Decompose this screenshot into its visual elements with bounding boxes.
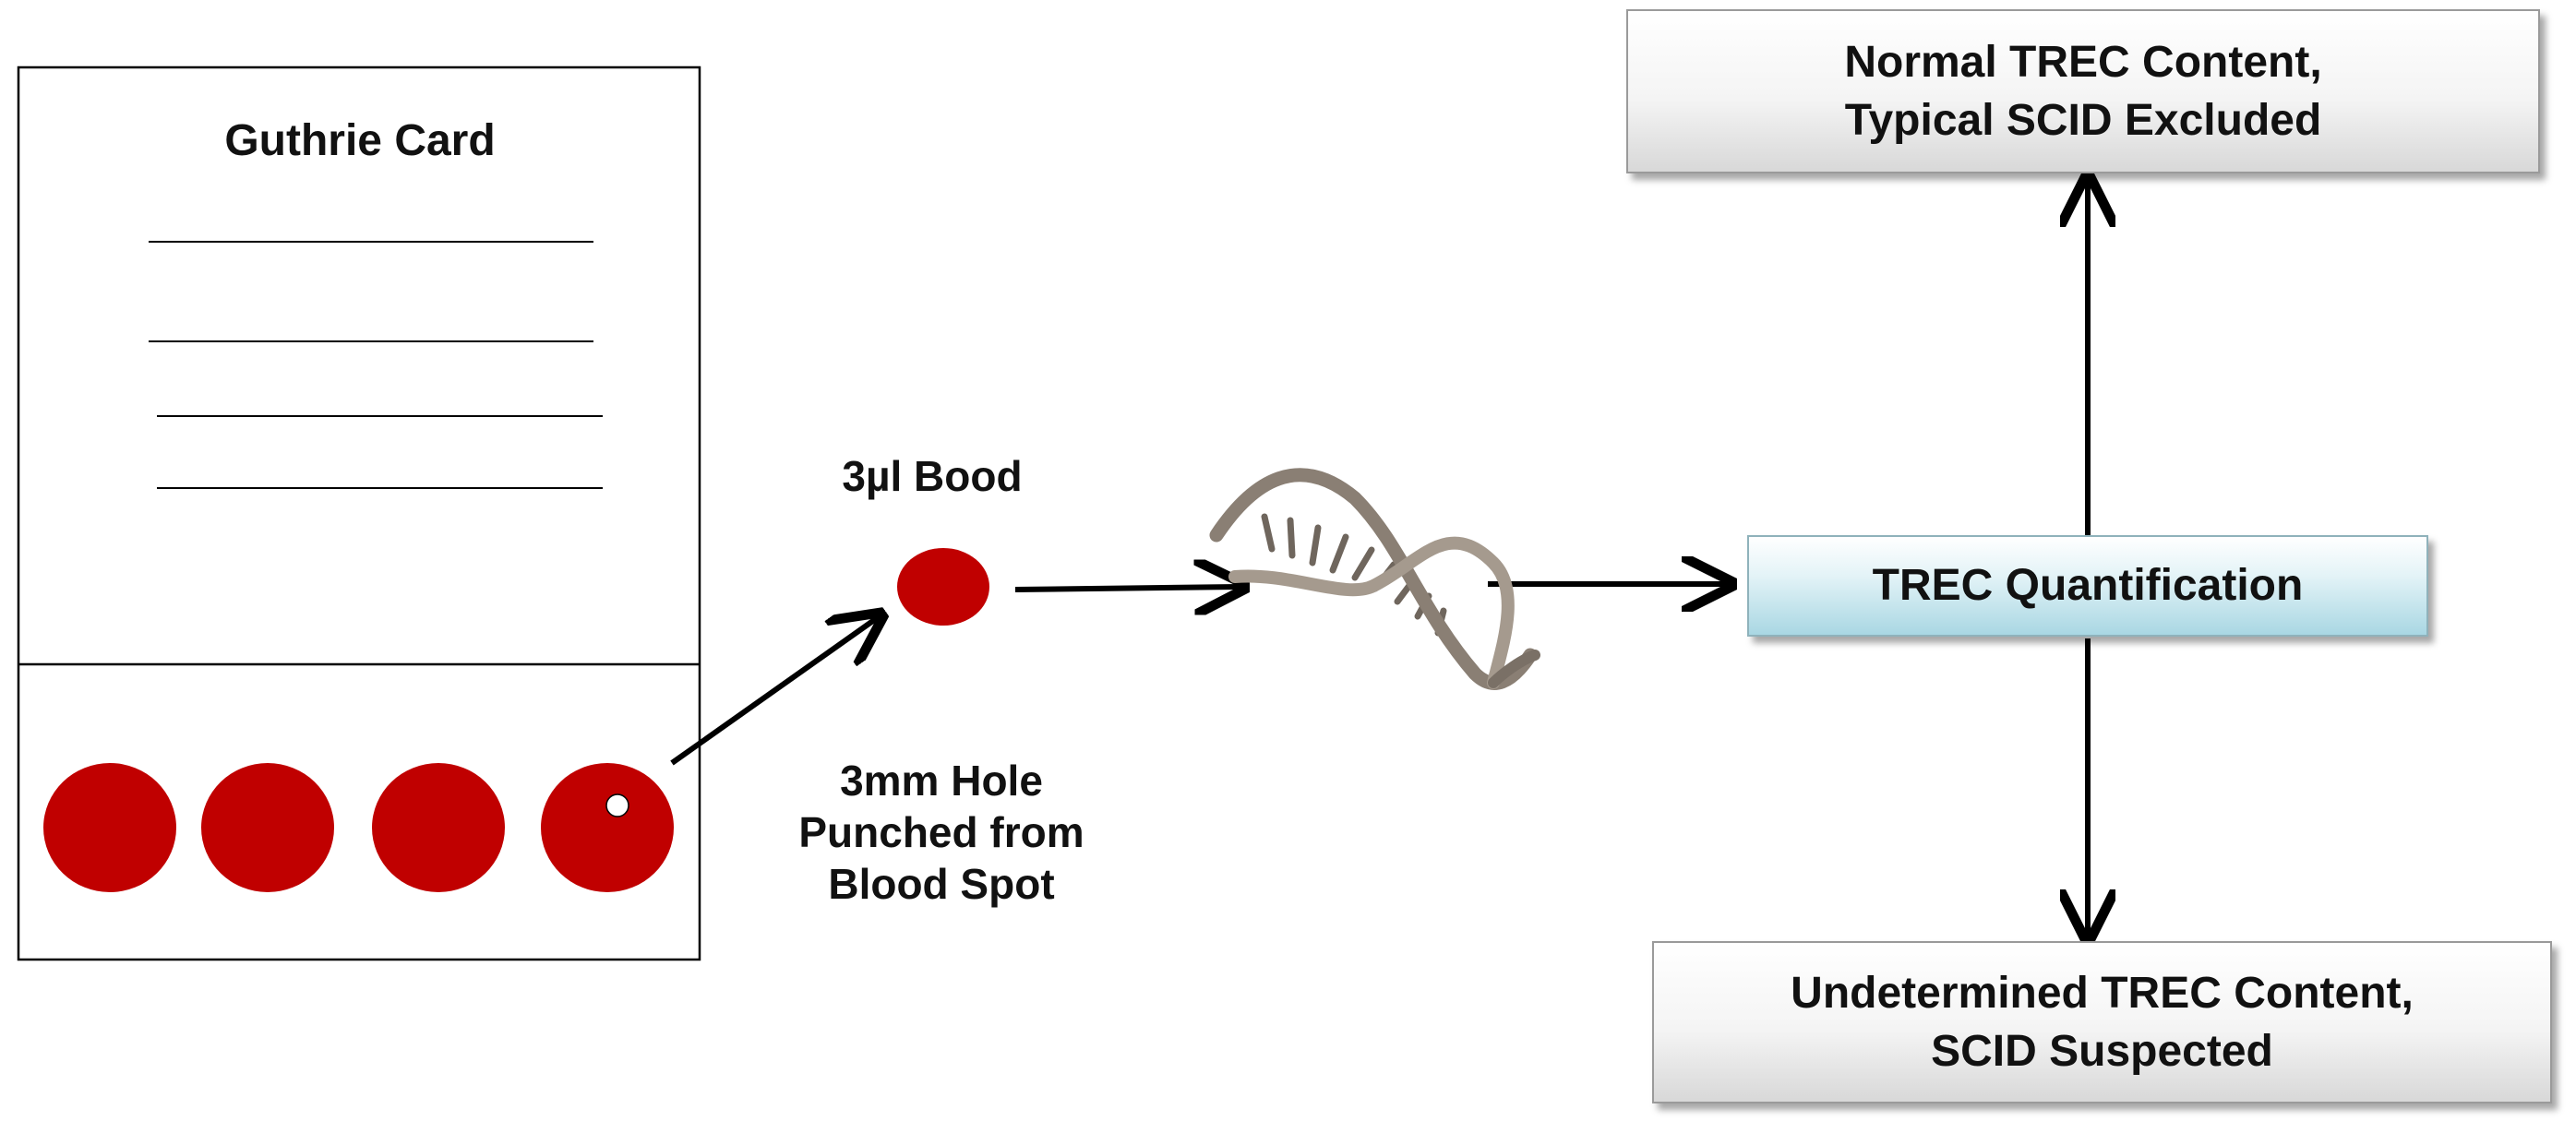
blood-volume-label: 3µl Bood — [842, 452, 1023, 500]
blood-spot-3 — [372, 763, 505, 892]
blood-spots — [43, 763, 674, 892]
arrow-card-to-disc — [670, 618, 877, 766]
trec-quantification-box: TREC Quantification — [1747, 535, 2428, 637]
punch-line-1: 3mm Hole — [840, 757, 1043, 805]
normal-outcome-line-2: Typical SCID Excluded — [1844, 96, 2322, 145]
normal-outcome-box: Normal TREC Content, Typical SCID Exclud… — [1626, 9, 2540, 173]
arrow-disc-to-dna — [1014, 587, 1239, 590]
guthrie-card-title: Guthrie Card — [224, 116, 496, 165]
blood-spot-1 — [43, 763, 176, 892]
punched-hole — [605, 793, 629, 817]
blood-disc — [897, 548, 989, 626]
trec-quantification-label: TREC Quantification — [1872, 561, 2304, 611]
undetermined-outcome-line-1: Undetermined TREC Content, — [1791, 968, 2414, 1018]
punch-description: 3mm Hole Punched from Blood Spot — [738, 755, 1144, 910]
blood-spot-2 — [201, 763, 334, 892]
punch-line-3: Blood Spot — [828, 860, 1055, 909]
undetermined-outcome-line-2: SCID Suspected — [1931, 1027, 2273, 1076]
dna-helix-icon — [1209, 468, 1540, 690]
normal-outcome-line-1: Normal TREC Content, — [1844, 37, 2322, 87]
undetermined-outcome-box: Undetermined TREC Content, SCID Suspecte… — [1652, 941, 2552, 1103]
blood-spot-4 — [541, 763, 674, 892]
punch-line-2: Punched from — [798, 808, 1084, 857]
